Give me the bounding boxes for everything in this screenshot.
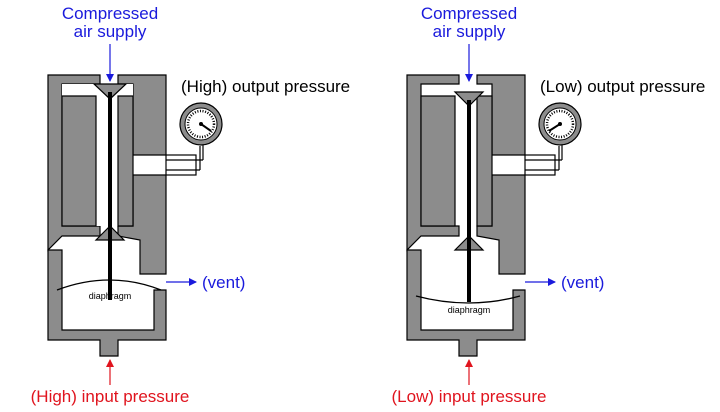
upper-plug	[92, 83, 128, 100]
output-port	[165, 154, 197, 176]
supply-label-line1: Compressed	[421, 4, 517, 23]
output-label: (Low) output pressure	[540, 77, 705, 96]
vent-label: (vent)	[202, 273, 245, 292]
diaphragm-housing	[47, 249, 167, 357]
diaphragm-label: diaphragm	[89, 291, 132, 301]
nozzle-block-left	[420, 95, 456, 227]
output-gauge	[179, 102, 223, 146]
supply-label-line2: air supply	[433, 22, 506, 41]
diaphragm	[415, 295, 521, 304]
output-gauge	[538, 102, 582, 146]
nozzle-block-left	[61, 95, 97, 227]
diaphragm	[56, 279, 162, 291]
nozzle-block-right	[476, 95, 493, 227]
upper-plug	[453, 91, 485, 107]
gauge-needle	[200, 123, 212, 132]
input-label: (High) input pressure	[31, 387, 190, 406]
output-label: (High) output pressure	[181, 77, 350, 96]
supply-label-line2: air supply	[74, 22, 147, 41]
relay-left: Compressed air supply (High) output pres…	[31, 4, 351, 406]
input-label: (Low) input pressure	[392, 387, 547, 406]
nozzle-block-right	[117, 95, 134, 227]
gauge-needle	[548, 123, 561, 132]
relay-right: Compressed air supply (Low) output press…	[392, 4, 706, 406]
supply-label-line1: Compressed	[62, 4, 158, 23]
output-port	[524, 154, 556, 176]
vent-label: (vent)	[561, 273, 604, 292]
diaphragm-housing	[406, 249, 526, 357]
diaphragm-label: diaphragm	[448, 305, 491, 315]
